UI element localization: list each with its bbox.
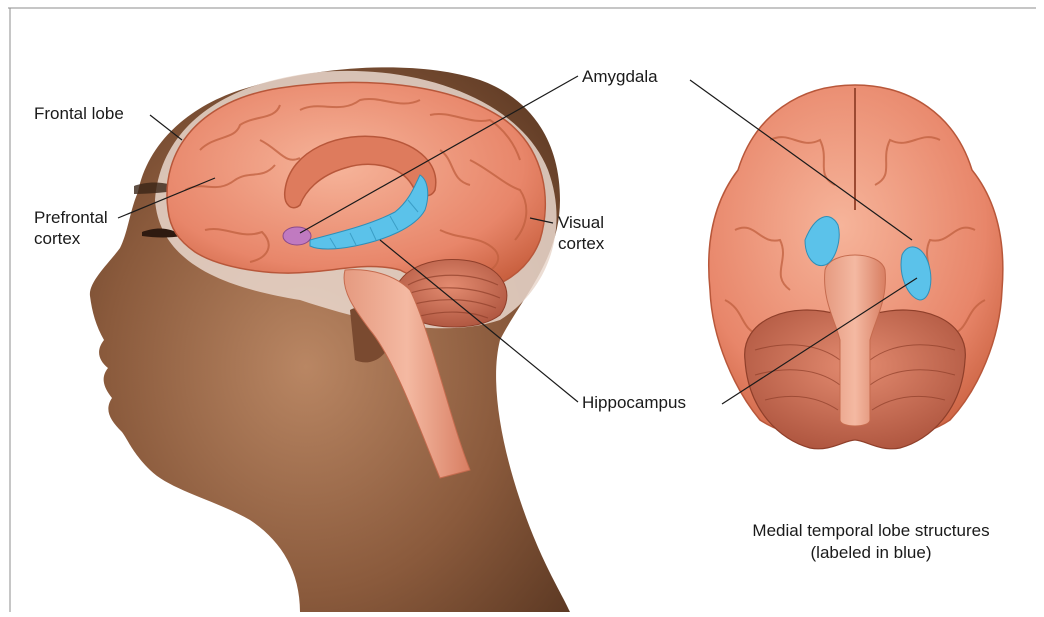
- label-visual-cortex-line1: Visual: [558, 212, 604, 233]
- ventral-brain: [709, 85, 1003, 449]
- label-frontal-lobe: Frontal lobe: [34, 103, 124, 124]
- label-hippocampus: Hippocampus: [582, 392, 686, 413]
- label-amygdala: Amygdala: [582, 66, 658, 87]
- label-prefrontal-cortex-line1: Prefrontal: [34, 207, 108, 228]
- label-visual-cortex-line2: cortex: [558, 233, 604, 254]
- caption-line2: (labeled in blue): [706, 542, 1036, 564]
- label-prefrontal-cortex-line2: cortex: [34, 228, 80, 249]
- caption-line1: Medial temporal lobe structures: [706, 520, 1036, 542]
